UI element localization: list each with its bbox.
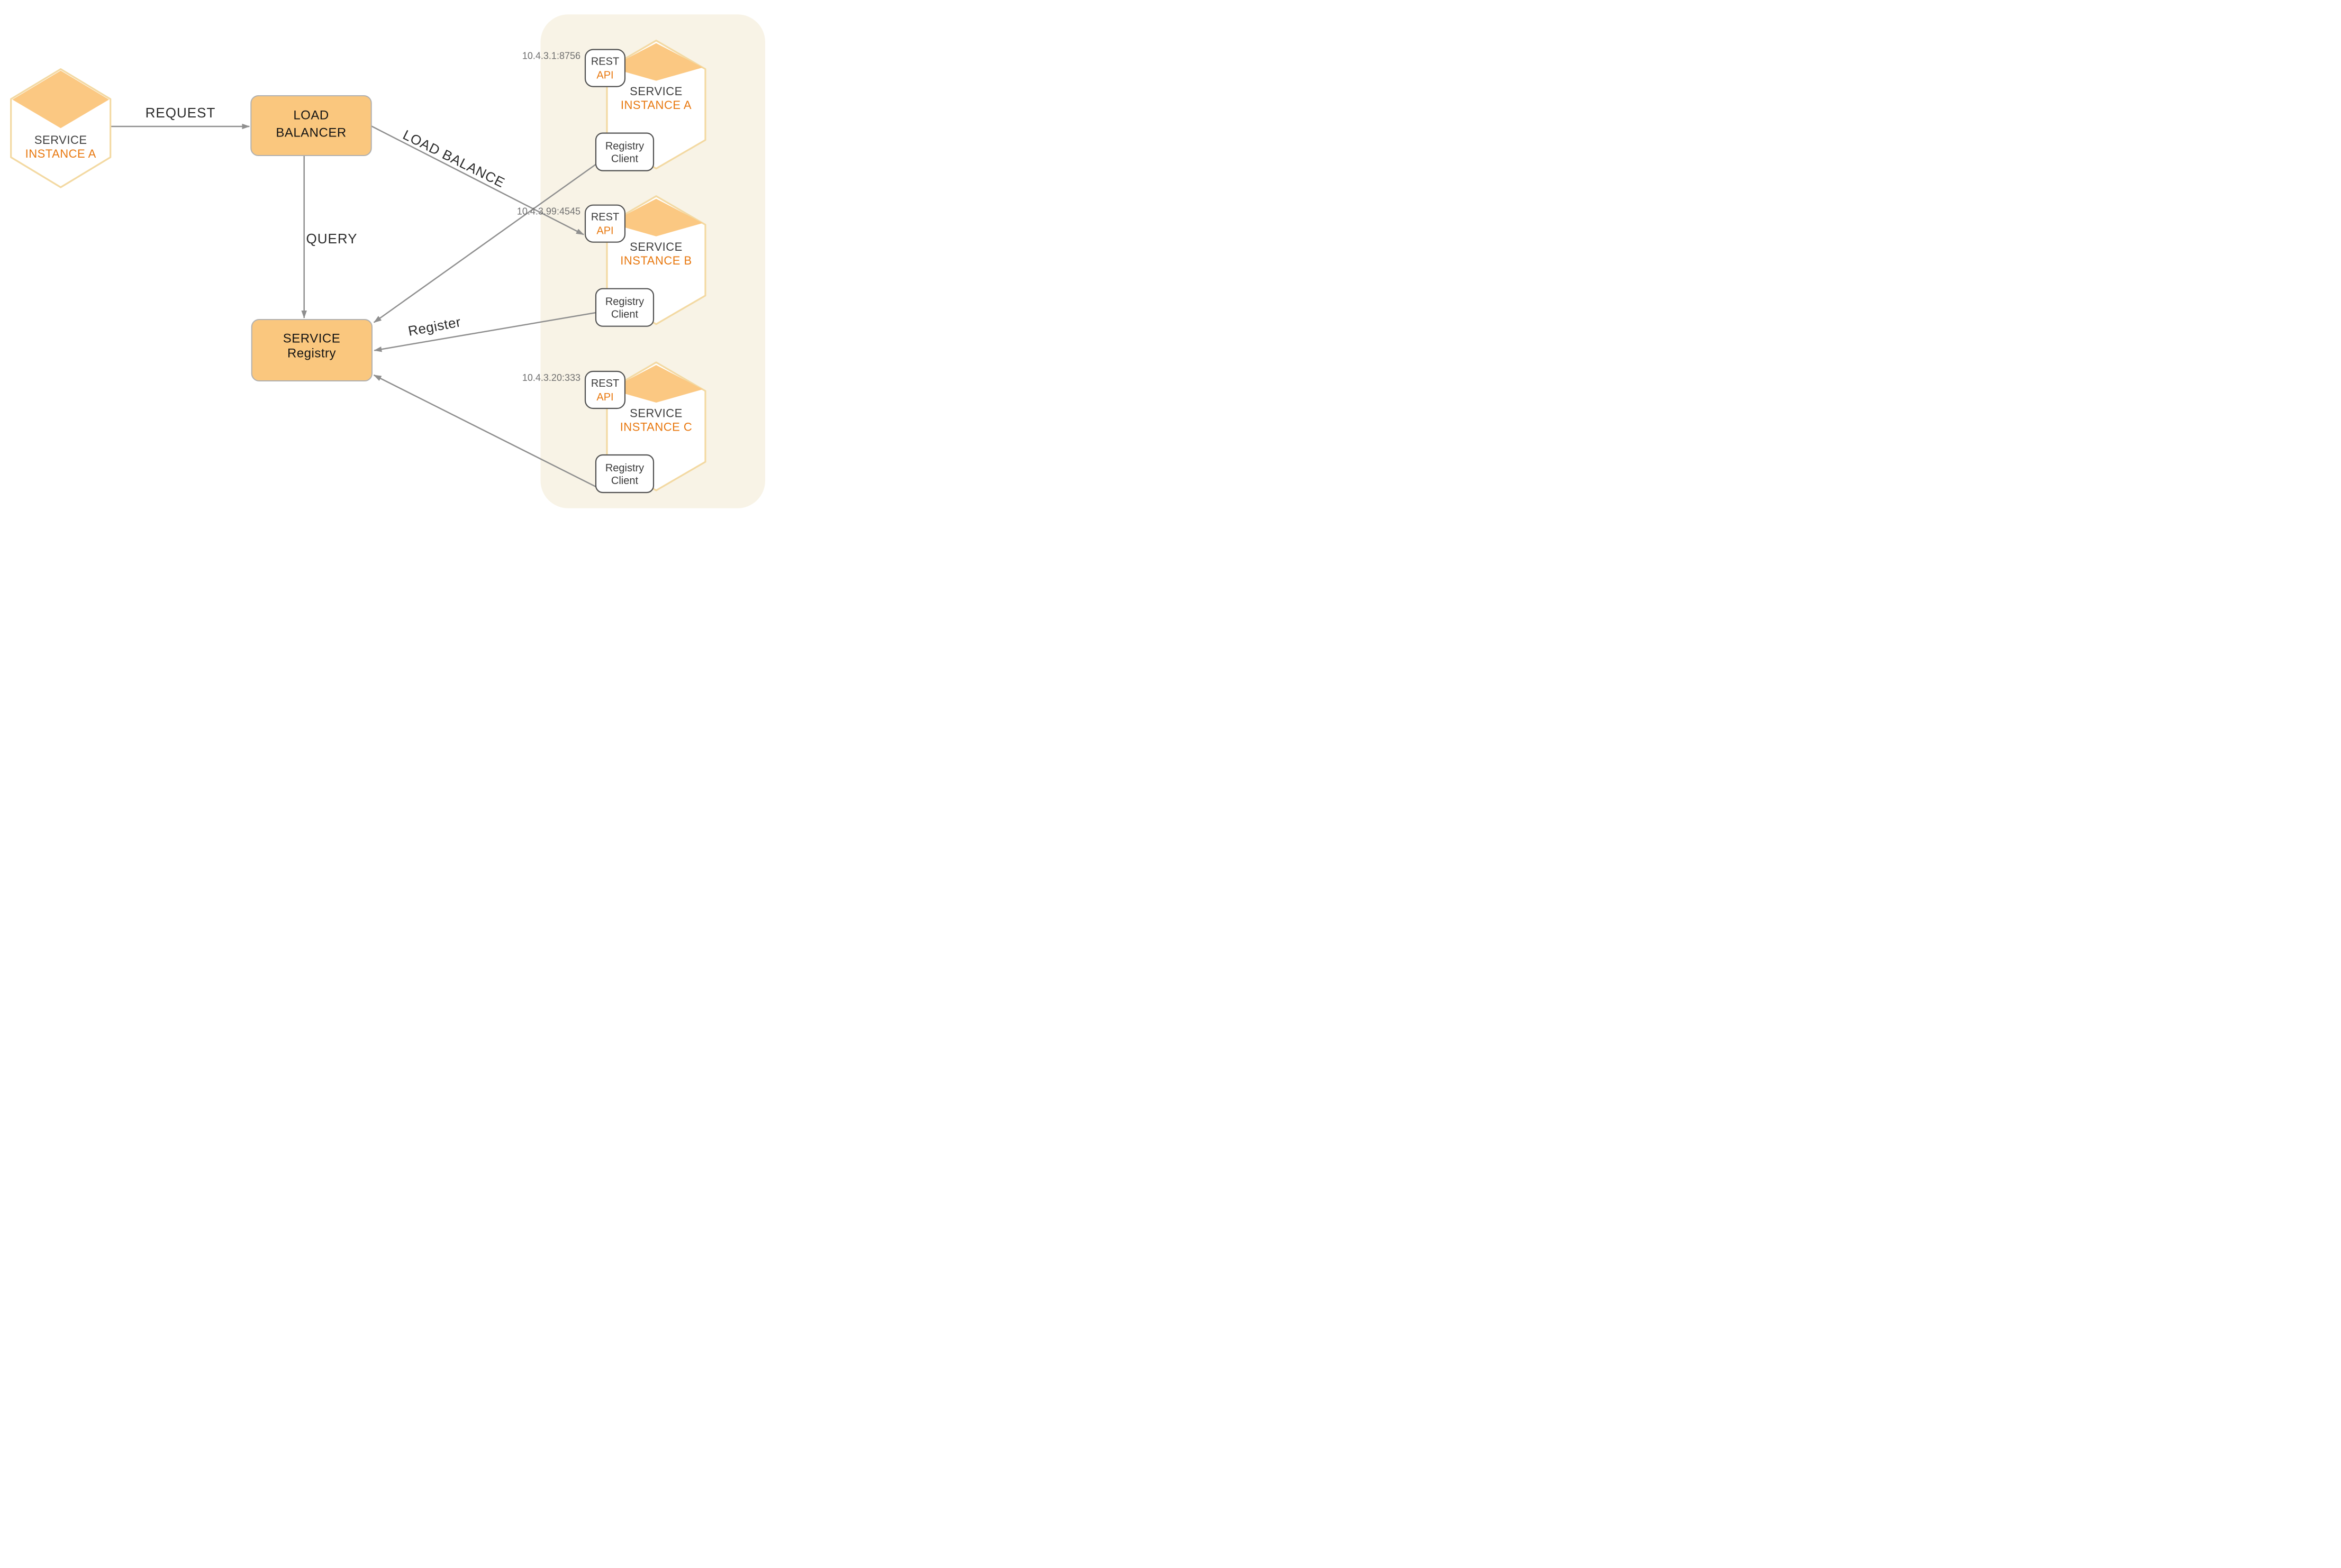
rest-api-box	[584, 49, 626, 87]
registry-client-line1: Registry	[605, 462, 644, 474]
registry-client-line2: Client	[611, 153, 639, 165]
instance-title: SERVICE	[630, 240, 683, 253]
instance-ip-label: 10.4.3.99:4545	[517, 206, 580, 217]
registry-client-line2: Client	[611, 475, 639, 487]
register-arrow-instance-b	[374, 312, 596, 352]
instance-hexagon-top-face	[610, 365, 703, 403]
rest-api-line2: API	[596, 391, 613, 403]
client-hexagon-title: SERVICE	[34, 133, 87, 147]
instance-hexagon-top-face	[610, 43, 703, 81]
registry-client-box	[595, 454, 655, 494]
client-hexagon-top-face	[12, 70, 110, 129]
instance-ip-label: 10.4.3.20:333	[522, 372, 580, 383]
request-label: REQUEST	[146, 105, 216, 121]
service-registry-node: SERVICE Registry	[251, 319, 373, 381]
load-balancer-node: LOAD BALANCER	[250, 95, 372, 156]
service-registry-box	[251, 319, 373, 381]
service-registry-line2: Registry	[287, 347, 336, 361]
registry-client-line1: Registry	[605, 296, 644, 308]
load-balancer-line1: LOAD	[293, 108, 329, 123]
register-label: Register	[407, 314, 462, 339]
service-instance-a: SERVICE INSTANCE A 10.4.3.1:8756 REST AP…	[522, 40, 706, 171]
registry-client-box	[595, 132, 655, 171]
instance-title: SERVICE	[630, 85, 683, 98]
client-hexagon: SERVICE INSTANCE A	[10, 68, 112, 188]
load-balance-label: LOAD BALANCE	[401, 126, 508, 190]
rest-api-box	[584, 204, 626, 243]
register-arrow-instance-c	[373, 374, 596, 488]
service-instance-c: SERVICE INSTANCE C 10.4.3.20:333 REST AP…	[522, 361, 706, 494]
rest-api-line2: API	[596, 225, 613, 237]
instance-subtitle: INSTANCE C	[620, 421, 693, 434]
rest-api-line1: REST	[591, 212, 619, 223]
registry-client-line1: Registry	[605, 141, 644, 152]
rest-api-line1: REST	[591, 56, 619, 68]
register-arrow-instance-a	[373, 163, 597, 323]
diagram-canvas: REQUEST LOAD BALANCE QUERY Register SERV…	[0, 0, 781, 523]
rest-api-box	[584, 370, 626, 409]
load-balance-arrow	[371, 125, 584, 235]
rest-api-line1: REST	[591, 378, 619, 389]
instance-title: SERVICE	[630, 407, 683, 420]
rest-api-line2: API	[596, 70, 613, 81]
instance-ip-label: 10.4.3.1:8756	[522, 51, 580, 61]
load-balancer-line2: BALANCER	[276, 126, 346, 140]
service-discovery-diagram: REQUEST LOAD BALANCE QUERY Register SERV…	[10, 14, 765, 508]
client-hexagon-subtitle: INSTANCE A	[25, 147, 96, 160]
load-balancer-box	[250, 95, 372, 156]
registry-client-box	[595, 288, 655, 327]
instance-subtitle: INSTANCE B	[620, 254, 692, 267]
registry-client-line2: Client	[611, 309, 639, 321]
service-registry-line1: SERVICE	[283, 332, 340, 346]
instance-subtitle: INSTANCE A	[621, 98, 692, 112]
instance-hexagon-top-face	[610, 198, 703, 236]
service-instance-b: SERVICE INSTANCE B 10.4.3.99:4545 REST A…	[517, 195, 706, 327]
query-label: QUERY	[306, 231, 358, 247]
edges	[110, 123, 597, 488]
